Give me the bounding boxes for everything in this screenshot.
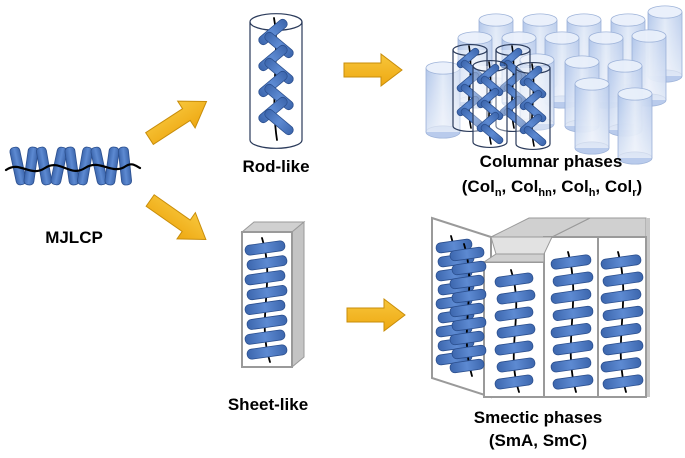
mesogen-rod-icon	[494, 306, 534, 322]
mjlcp-label: MJLCP	[45, 228, 103, 247]
sheet-like-label: Sheet-like	[228, 395, 308, 414]
mesogen-rod-icon	[264, 108, 294, 136]
rod-like-label: Rod-like	[242, 157, 309, 176]
arrow-to-smectic-icon	[346, 297, 406, 333]
mesogen-rod-icon	[104, 146, 120, 186]
panel-top	[490, 236, 553, 255]
mesogen-rod-icon	[451, 260, 487, 276]
mesogen-rod-icon	[449, 302, 485, 318]
mesogen-stack	[244, 237, 288, 363]
helical-column	[476, 61, 504, 145]
mesogen-rod-icon	[451, 344, 487, 360]
arrow-to-sheet-icon	[145, 194, 207, 241]
cylinder-icon	[617, 87, 653, 165]
arrow-to-rod-icon	[144, 100, 208, 146]
mesogen-rod-icon	[602, 305, 644, 321]
cylinder-icon	[425, 61, 461, 139]
mesogen-rod-icon	[600, 254, 642, 270]
mesogen-rod-icon	[244, 299, 286, 315]
smectic-phases-subtitle: (SmA, SmC)	[489, 431, 587, 450]
mesogen-stack	[550, 251, 594, 393]
mesogen-rod-icon	[600, 357, 642, 373]
mesogen-rod-icon	[449, 358, 485, 374]
mjlcp-molecule	[4, 146, 142, 186]
mesogen-rod-icon	[64, 146, 80, 186]
mesogen-rod-icon	[550, 254, 592, 270]
mesogen-rod-icon	[246, 255, 288, 271]
mesogen-rod-icon	[246, 344, 288, 360]
mesogen-rod-icon	[523, 125, 547, 147]
rod-like-column	[249, 13, 303, 149]
mesogen-rod-icon	[600, 288, 642, 304]
smectic-phase-stack	[431, 216, 650, 399]
mesogen-rod-icon	[602, 340, 644, 356]
arrow-to-columnar-icon	[343, 52, 403, 88]
mesogen-rod-icon	[494, 340, 534, 356]
mesogen-rod-icon	[451, 316, 487, 332]
mesogen-rod-icon	[550, 323, 592, 339]
smectic-phases-title: Smectic phases	[474, 408, 603, 427]
mesogen-rod-icon	[602, 271, 644, 287]
mesogen-rod-icon	[600, 323, 642, 339]
mesogen-rod-icon	[246, 314, 288, 330]
mesogen-rod-icon	[496, 323, 536, 339]
mesogen-rod-icon	[552, 340, 594, 356]
mesogen-rod-icon	[496, 357, 536, 373]
mesogen-rod-icon	[23, 146, 39, 186]
mesogen-rod-icon	[602, 374, 644, 390]
mesogen-rod-icon	[494, 272, 534, 288]
helical-column	[519, 63, 547, 147]
mesogen-rod-icon	[244, 240, 286, 256]
mesogen-rod-icon	[244, 270, 286, 286]
mesogen-rod-icon	[449, 330, 485, 346]
mesogen-rod-icon	[449, 246, 485, 262]
mesogen-stack	[600, 251, 644, 393]
columnar-phase-array	[425, 5, 683, 165]
mesogen-rod-icon	[496, 289, 536, 305]
mesogen-stack	[494, 269, 536, 393]
mesogen-rod-icon	[77, 146, 93, 186]
mesogen-rod-icon	[552, 305, 594, 321]
mesogen-rod-icon	[550, 288, 592, 304]
columnar-phases-title: Columnar phases	[480, 152, 623, 171]
backbone-chain	[567, 251, 577, 393]
mesogen-rod-icon	[552, 271, 594, 287]
mesogen-rod-icon	[451, 288, 487, 304]
backbone-chain	[617, 251, 627, 393]
mesogen-rod-icon	[494, 374, 534, 390]
mesogen-rod-icon	[244, 329, 286, 345]
mesogen-stack	[449, 243, 487, 377]
backbone-chain	[4, 163, 142, 173]
mesogen-rod-icon	[480, 123, 504, 145]
columnar-phases-list: (Coln, Colhn, Colh, Colr)	[462, 177, 642, 199]
sheet-like-slab	[240, 220, 306, 369]
mesogen-rod-icon	[550, 357, 592, 373]
mesogen-rod-icon	[246, 285, 288, 301]
cylinder-icon	[574, 77, 610, 155]
mesogen-rod-icon	[552, 374, 594, 390]
panel-top	[482, 253, 545, 263]
mesogen-rod-icon	[449, 274, 485, 290]
